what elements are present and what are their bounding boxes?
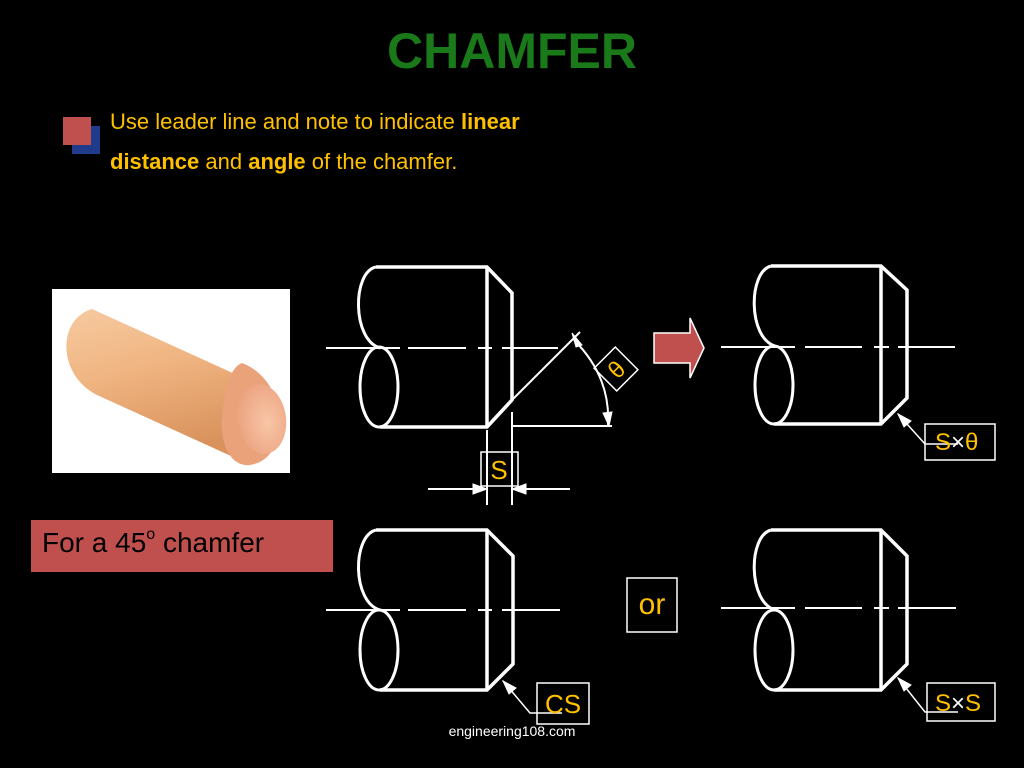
note-45-after: chamfer — [155, 527, 265, 558]
footer-source: engineering108.com — [448, 723, 576, 739]
distance-s-label: S — [490, 455, 507, 485]
note-s-theta-times: × — [951, 429, 965, 456]
drawing-chamfer-cs — [326, 528, 590, 725]
note-s-theta-theta: θ — [965, 429, 978, 456]
bullet-text: Use leader line and note to indicate lin… — [110, 102, 630, 182]
chamfered-cylinder-image — [66, 309, 287, 466]
note-45-degree-chamfer: For a 45o chamfer — [31, 520, 333, 572]
drawing-chamfer-s-theta — [721, 264, 996, 461]
bullet-part4: of the chamfer. — [305, 149, 458, 174]
drawing-chamfer-dimensioned — [326, 265, 639, 505]
or-label: or — [639, 588, 666, 621]
note-cs: CS — [545, 689, 581, 719]
bullet-bold-angle: angle — [248, 149, 306, 174]
note-45-degree-sup: o — [146, 525, 156, 543]
note-45-text: For a 45 — [42, 527, 147, 558]
note-s-s-s1: S — [935, 690, 951, 717]
note-s-theta-s: S — [935, 429, 951, 456]
bullet-bold-distance: distance — [110, 149, 200, 174]
page-title: CHAMFER — [387, 23, 637, 79]
bullet-marker-front — [63, 117, 91, 145]
note-s-s-times: × — [951, 690, 965, 717]
note-s-s-s2: S — [965, 690, 981, 717]
drawing-chamfer-s-s — [721, 528, 996, 722]
bullet-part1: Use leader line and note to indicate — [110, 109, 462, 134]
or-box — [626, 577, 678, 633]
right-arrow-icon — [653, 317, 705, 379]
bullet-bold-linear: linear — [461, 109, 520, 134]
cylinder-photo — [52, 289, 290, 473]
note-s-s: S×S — [935, 690, 981, 717]
bullet-part3: and — [199, 149, 249, 174]
note-s-theta: S×θ — [935, 429, 978, 456]
